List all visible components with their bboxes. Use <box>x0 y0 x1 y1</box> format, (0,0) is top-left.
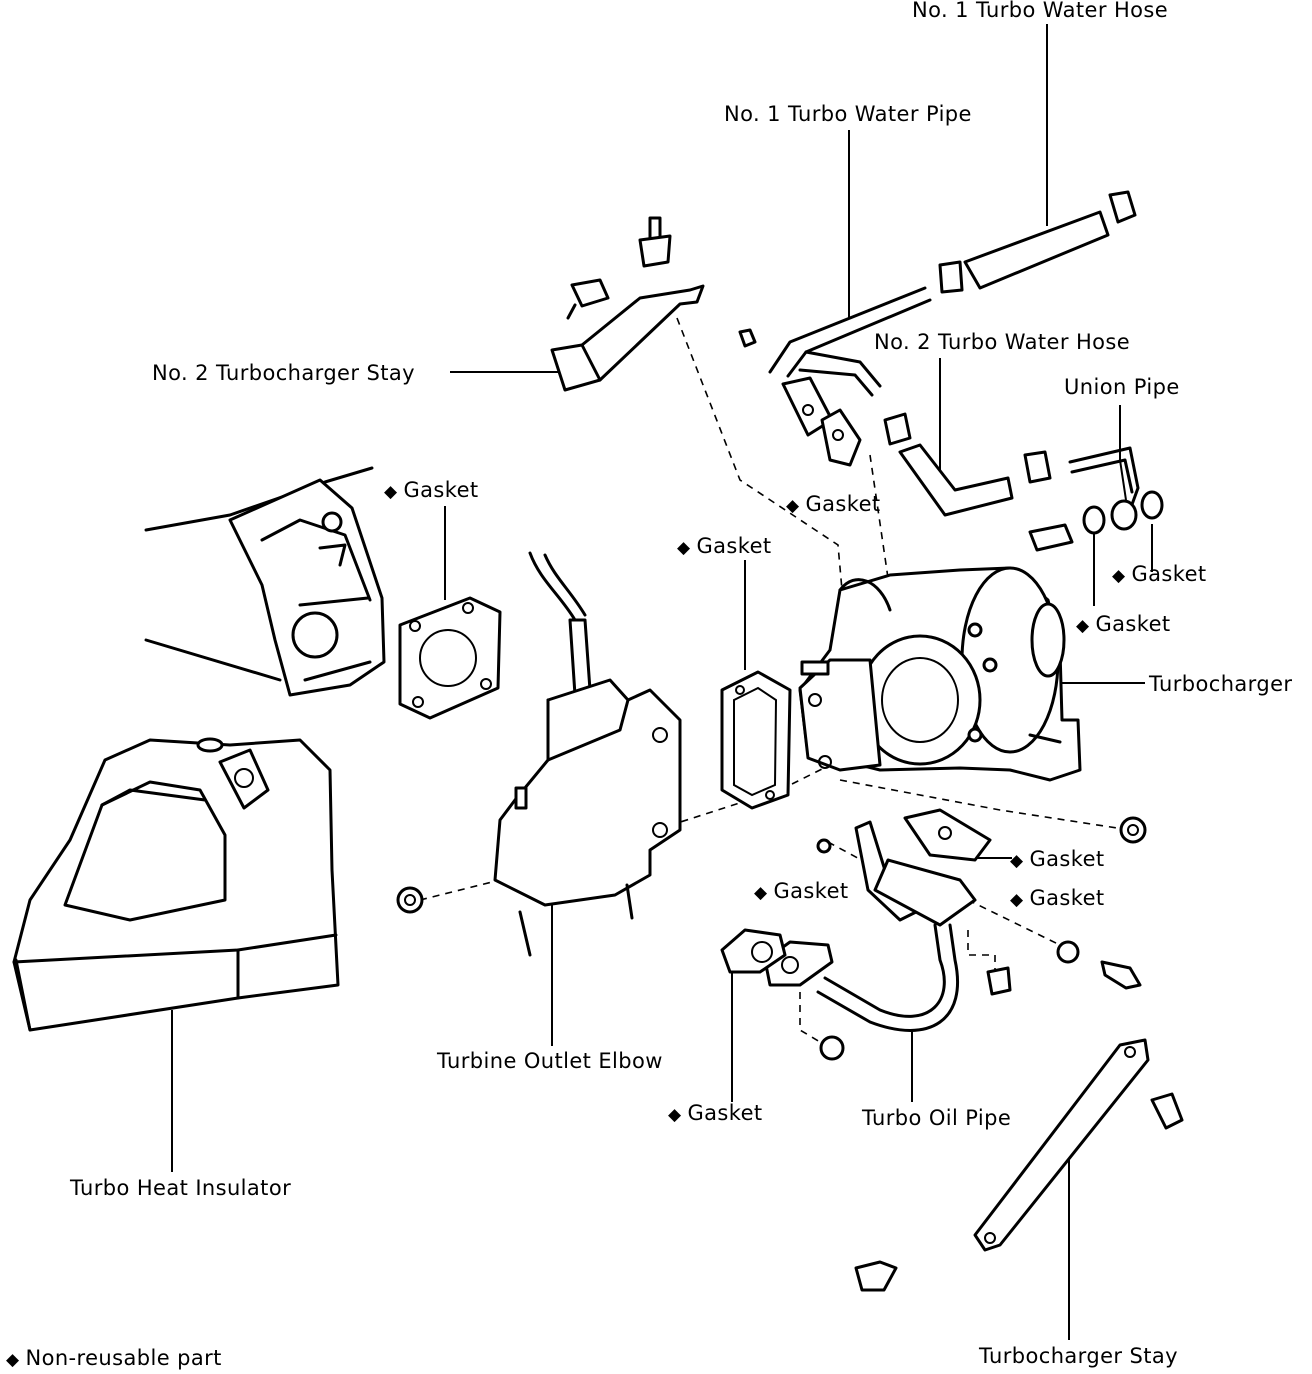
nonreusable-marker-icon: ◆ <box>668 1105 682 1125</box>
legend-text: Non-reusable part <box>25 1346 222 1370</box>
legend-nonreusable: ◆Non-reusable part <box>6 1346 222 1372</box>
turbocharger-stay <box>973 1038 1150 1252</box>
gasket-label-text: Gasket <box>1029 847 1105 871</box>
no2-turbocharger-stay <box>550 216 705 392</box>
turbocharger-body <box>798 566 1082 782</box>
label-turbine-outlet-elbow: Turbine Outlet Elbow <box>437 1049 663 1073</box>
exhaust-gasket <box>398 596 502 720</box>
fasteners <box>396 816 1184 1292</box>
label-turbocharger-stay: Turbocharger Stay <box>979 1344 1178 1368</box>
turbo-heat-insulator <box>12 737 340 1032</box>
label-no1-turbo-water-hose: No. 1 Turbo Water Hose <box>912 0 1169 22</box>
turbine-outlet-elbow <box>493 551 682 957</box>
nonreusable-marker-icon: ◆ <box>786 496 800 516</box>
label-gasket-oil-upper: ◆Gasket <box>1010 847 1105 873</box>
nonreusable-marker-icon: ◆ <box>1112 566 1126 586</box>
gasket-label-text: Gasket <box>696 534 772 558</box>
label-turbo-heat-insulator: Turbo Heat Insulator <box>70 1176 292 1200</box>
gasket-label-text: Gasket <box>1029 886 1105 910</box>
gasket-label-text: Gasket <box>1095 612 1171 636</box>
gasket-label-text: Gasket <box>687 1101 763 1125</box>
gasket-label-text: Gasket <box>805 492 881 516</box>
label-no2-turbo-water-hose: No. 2 Turbo Water Hose <box>874 330 1131 354</box>
gasket-label-text: Gasket <box>1131 562 1207 586</box>
nonreusable-marker-icon: ◆ <box>677 538 691 558</box>
label-gasket-elbow: ◆Gasket <box>677 534 772 560</box>
gasket-label-text: Gasket <box>773 879 849 903</box>
nonreusable-marker-icon: ◆ <box>1010 890 1024 910</box>
turbo-oil-pipe <box>720 808 992 1032</box>
label-gasket-oil-lower: ◆Gasket <box>668 1101 763 1127</box>
nonreusable-marker-icon: ◆ <box>384 482 398 502</box>
label-gasket-oil-mid: ◆Gasket <box>754 879 849 905</box>
label-gasket-water-pipe: ◆Gasket <box>786 492 881 518</box>
label-gasket-union-right: ◆Gasket <box>1112 562 1207 588</box>
label-gasket-exhaust: ◆Gasket <box>384 478 479 504</box>
label-gasket-oil-right: ◆Gasket <box>1010 886 1105 912</box>
label-turbocharger: Turbocharger <box>1149 672 1293 696</box>
water-pipe-gasket <box>820 408 862 467</box>
gasket-label-text: Gasket <box>403 478 479 502</box>
no1-turbo-water-hose <box>938 190 1137 294</box>
alignment-dashes <box>419 317 1131 1046</box>
exhaust-manifold <box>144 466 386 697</box>
elbow-gasket <box>720 670 792 810</box>
label-gasket-union-left: ◆Gasket <box>1076 612 1171 638</box>
nonreusable-marker-icon: ◆ <box>1076 616 1090 636</box>
label-turbo-oil-pipe: Turbo Oil Pipe <box>862 1106 1012 1130</box>
label-no2-turbocharger-stay: No. 2 Turbocharger Stay <box>152 361 415 385</box>
nonreusable-marker-icon: ◆ <box>6 1350 20 1370</box>
no2-turbo-water-hose <box>883 412 1052 517</box>
label-union-pipe: Union Pipe <box>1064 375 1180 399</box>
nonreusable-marker-icon: ◆ <box>754 883 768 903</box>
union-pipe <box>1028 446 1164 552</box>
nonreusable-marker-icon: ◆ <box>1010 851 1024 871</box>
label-no1-turbo-water-pipe: No. 1 Turbo Water Pipe <box>724 102 972 126</box>
